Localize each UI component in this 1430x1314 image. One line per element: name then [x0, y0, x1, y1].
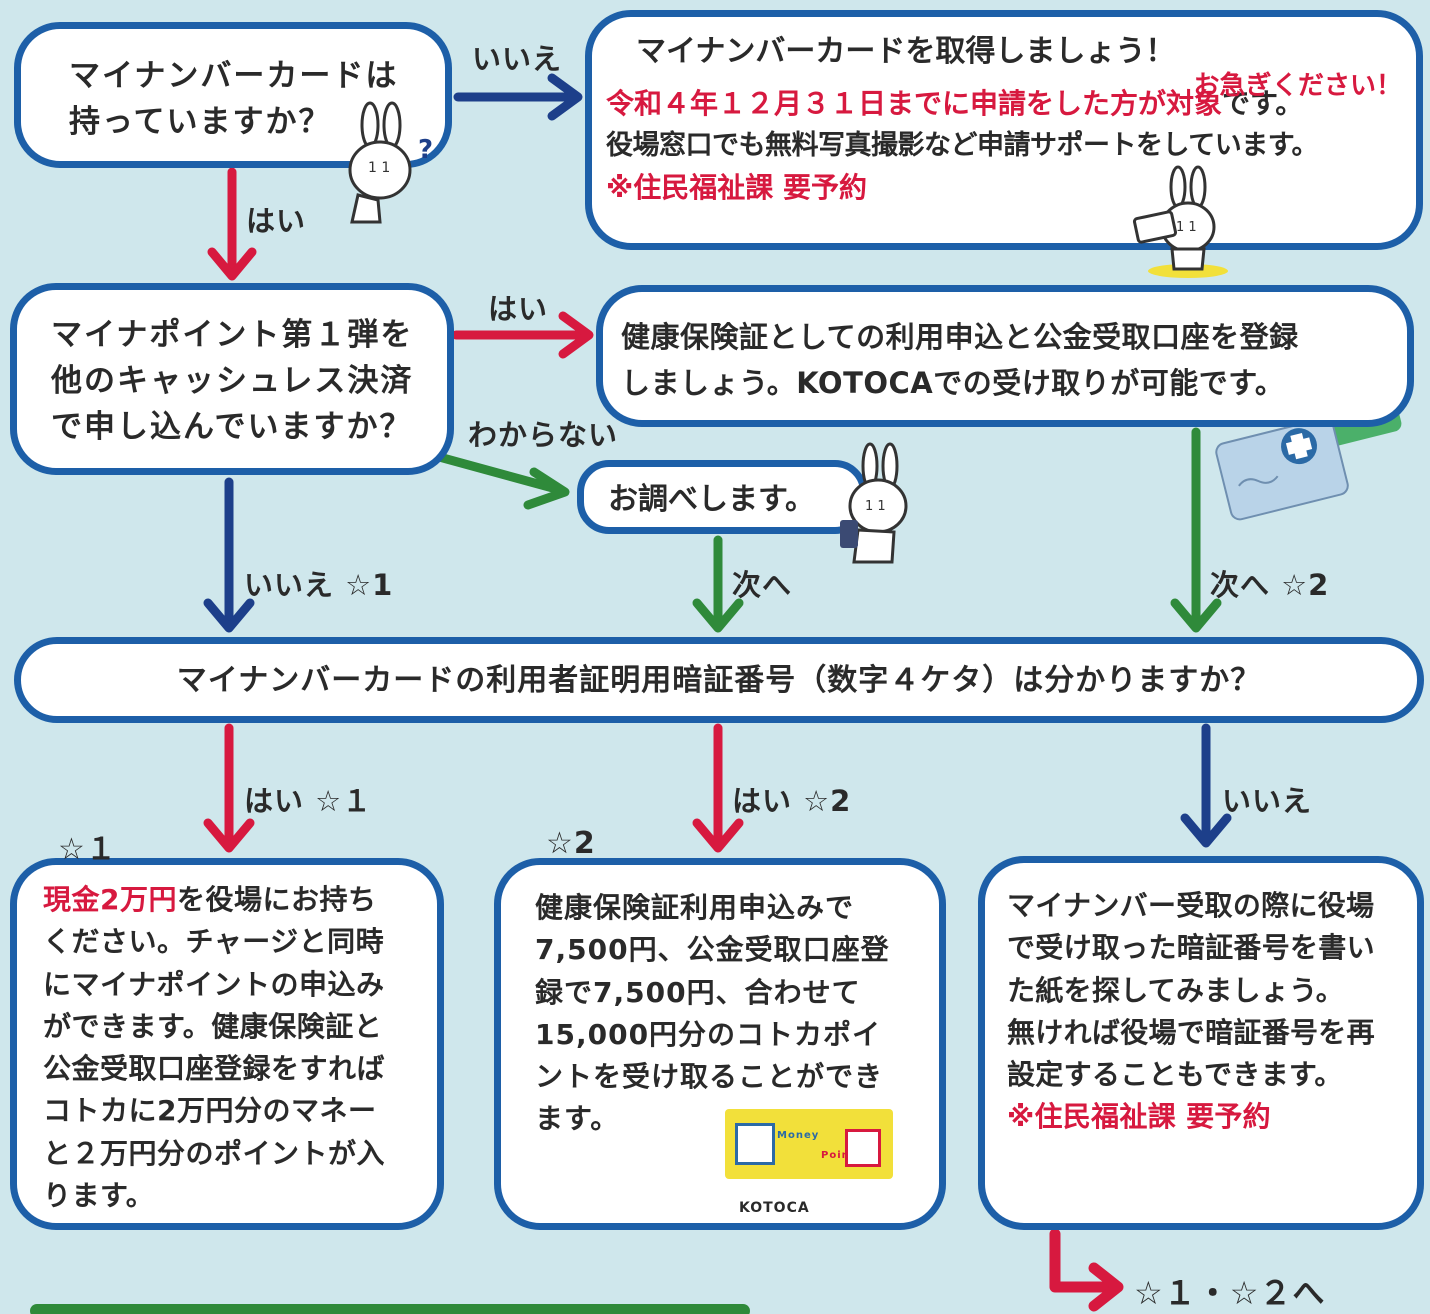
check-text: お調べします。: [608, 482, 815, 517]
question-mynapoint-line2: 他のキャッシュレス決済: [51, 363, 414, 399]
kotoca-name: KOTOCA: [739, 1200, 810, 1216]
result-cash-l3: にマイナポイントの申込み: [43, 967, 385, 1001]
label-q1-yes: はい: [246, 204, 307, 238]
get-card-box: マイナンバーカードを取得しましょう！ お急ぎください！ 令和４年１２月３１日まで…: [585, 10, 1423, 250]
label-q2-no: いいえ ☆1: [244, 568, 394, 602]
label-q3-yes2: はい ☆2: [732, 784, 852, 818]
question-has-card-line1: マイナンバーカードは: [69, 58, 399, 94]
kotoca-card-illustration: Money Point KOTOCA: [725, 1109, 893, 1216]
result-point-box: 健康保険証利用申込みで 7,500円、公金受取口座登 録で7,500円、合わせて…: [494, 858, 946, 1230]
result-point-l6: ます。: [535, 1102, 620, 1136]
result-cash-line1: 現金2万円を役場にお持ち: [43, 879, 437, 921]
label-register-next: 次へ ☆2: [1210, 568, 1330, 602]
rabbit-mascot-thinking-icon: 1 1 ?: [348, 101, 433, 224]
point-label: Point: [821, 1150, 856, 1161]
label-q3-no: いいえ: [1222, 784, 1313, 818]
rabbit-mascot-phone-icon: 1 1: [840, 442, 908, 564]
result-cash-l4: ができます。健康保険証と: [43, 1009, 383, 1043]
arrow-q2-no: [203, 477, 255, 633]
get-card-title: マイナンバーカードを取得しましょう！: [636, 34, 1176, 69]
arrow-q1-no: [453, 73, 583, 121]
rabbit-mascot-card-icon: 1 1: [1132, 165, 1228, 278]
label-q3-yes1: はい ☆１: [244, 784, 373, 818]
support-text: 役場窓口でも無料写真撮影など申請サポートをしています。: [606, 130, 1319, 161]
money-slot: [735, 1123, 775, 1165]
result-cash-box: 現金2万円を役場にお持ち ください。チャージと同時 にマイナポイントの申込み が…: [10, 858, 444, 1230]
arrow-q3-yes1: [203, 723, 255, 853]
arrow-q2-yes: [451, 311, 594, 359]
arrow-q3-no: [1180, 723, 1232, 848]
label-star2: ☆2: [546, 826, 596, 861]
question-mynapoint: マイナポイント第１弾を 他のキャッシュレス決済 で申し込んでいますか？: [10, 283, 454, 475]
reserve-note: ※住民福祉課 要予約: [606, 171, 867, 204]
result-point-l1: 健康保険証利用申込みで: [535, 891, 855, 924]
register-line2: しましょう。KOTOCAでの受け取りが可能です。: [621, 366, 1285, 400]
result-point-l3: 録で7,500円、合わせて: [535, 975, 861, 1009]
result-point-l5: ントを受け取ることができ: [535, 1060, 884, 1094]
kotoca-card-face: Money Point: [725, 1109, 893, 1179]
arrow-register-next: [1170, 427, 1222, 633]
question-mynapoint-line1: マイナポイント第１弾を: [51, 317, 414, 353]
result-pin-l4: 無ければ役場で暗証番号を再: [1007, 1015, 1375, 1049]
arrow-footer: [1049, 1228, 1124, 1312]
result-cash-l8: ります。: [43, 1179, 155, 1213]
result-point-l4: 15,000円分のコトカポイ: [535, 1017, 882, 1051]
urgent-note: お急ぎください！: [1193, 71, 1402, 101]
svg-text:1 1: 1 1: [1176, 220, 1197, 235]
money-label: Money: [777, 1130, 820, 1141]
result-cash-l5: 公金受取口座登録をすれば: [43, 1052, 386, 1086]
label-check-next: 次へ: [732, 568, 793, 602]
question-pin: マイナンバーカードの利用者証明用暗証番号（数字４ケタ）は分かりますか？: [14, 637, 1424, 723]
register-line1: 健康保険証としての利用申込と公金受取口座を登録: [621, 320, 1299, 354]
result-pin-l2: で受け取った暗証番号を書い: [1007, 931, 1375, 965]
check-box: お調べします。: [577, 460, 867, 534]
arrow-check-next: [692, 535, 744, 633]
svg-text:1 1: 1 1: [368, 160, 390, 176]
question-mynapoint-line3: で申し込んでいますか？: [51, 409, 413, 445]
label-q2-unknown: わからない: [468, 418, 619, 452]
result-cash-l2: ください。チャージと同時: [43, 925, 385, 959]
result-pin-box: マイナンバー受取の際に役場 で受け取った暗証番号を書い た紙を探してみましょう。…: [978, 856, 1424, 1230]
label-q2-yes: はい: [488, 292, 549, 326]
label-star1: ☆１: [58, 832, 117, 867]
arrow-q3-yes2: [692, 723, 744, 853]
arrow-q2-unknown: [427, 450, 570, 510]
point-slot: [845, 1129, 881, 1167]
deadline-red: 令和４年１２月３１日までに申請をした方が対象: [606, 87, 1223, 120]
result-cash-l7: と２万円分のポイントが入: [43, 1136, 386, 1170]
question-pin-text: マイナンバーカードの利用者証明用暗証番号（数字４ケタ）は分かりますか？: [176, 663, 1262, 698]
bottom-green-edge: [30, 1304, 750, 1314]
cash-amount: 現金2万円: [43, 883, 177, 916]
result-cash-l6: コトカに2万円分のマネー: [43, 1094, 377, 1128]
result-pin-reserve: ※住民福祉課 要予約: [1007, 1100, 1271, 1134]
register-box: 健康保険証としての利用申込と公金受取口座を登録 しましょう。KOTOCAでの受け…: [596, 285, 1414, 427]
deadline-tail: です。: [1222, 87, 1304, 120]
svg-text:1 1: 1 1: [865, 499, 886, 514]
result-pin-l3: た紙を探してみましょう。: [1007, 973, 1345, 1007]
result-pin-l1: マイナンバー受取の際に役場: [1007, 889, 1375, 922]
label-q1-no: いいえ: [472, 42, 563, 76]
result-point-l2: 7,500円、公金受取口座登: [535, 933, 890, 967]
question-has-card-line2: 持っていますか？: [69, 104, 332, 140]
label-footer: ☆１・☆２へ: [1134, 1274, 1326, 1312]
svg-text:?: ?: [418, 135, 433, 165]
deadline-text: 令和４年１２月３１日までに申請をした方が対象です。: [606, 83, 1416, 125]
result-pin-l5: 設定することもできます。: [1007, 1058, 1343, 1092]
arrow-q1-yes: [207, 167, 257, 281]
result-cash-l1: を役場にお持ち: [176, 883, 377, 916]
